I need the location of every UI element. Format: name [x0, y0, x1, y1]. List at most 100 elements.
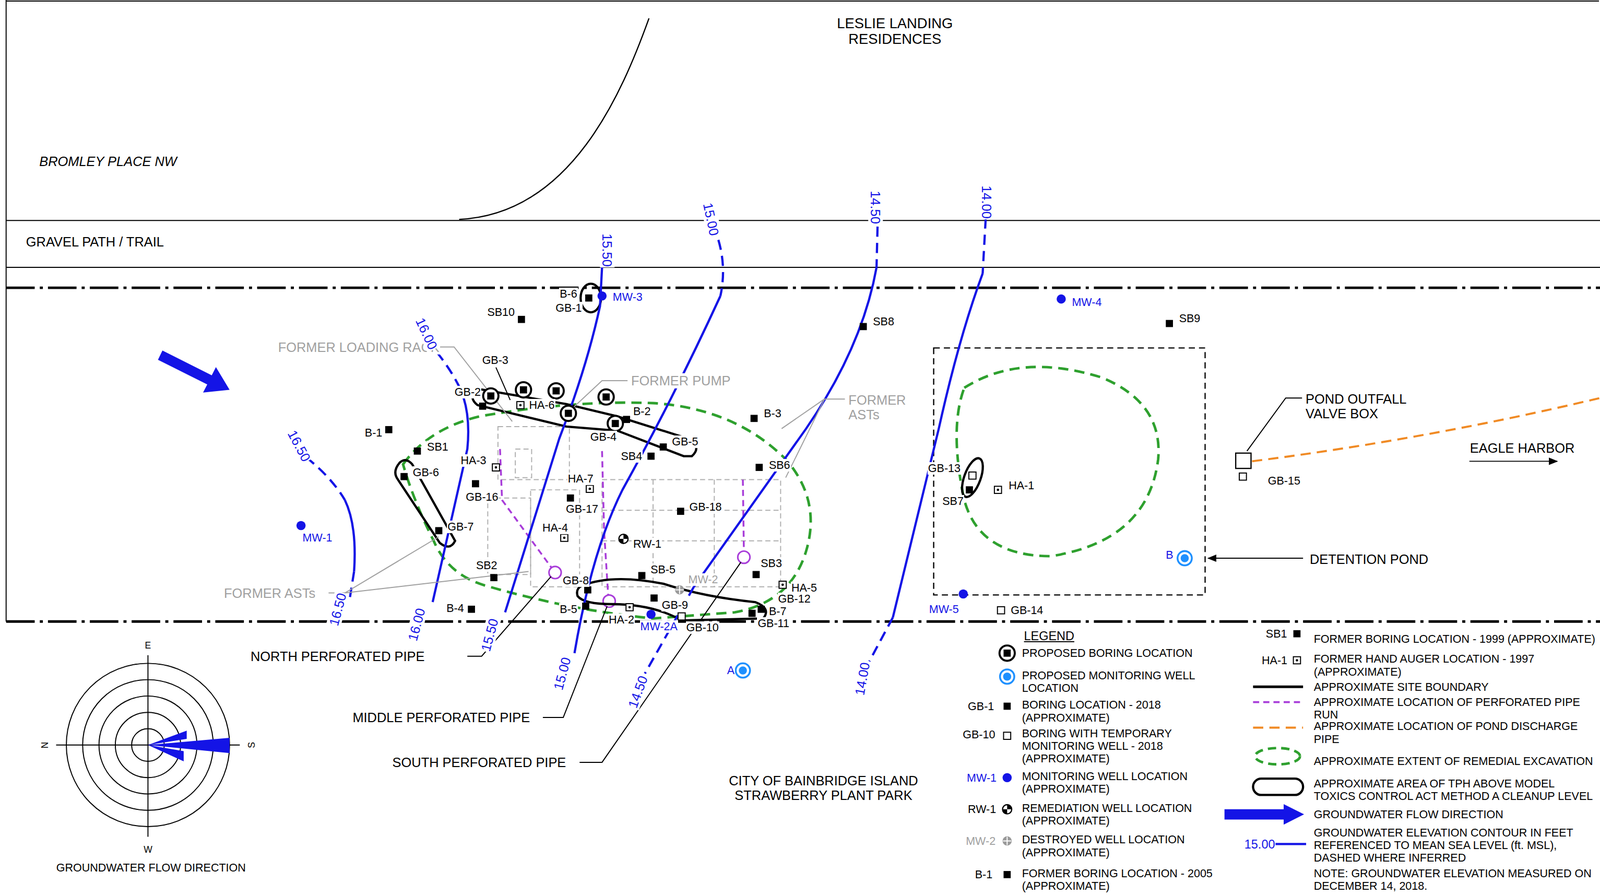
compass-rose: [147, 655, 149, 837]
legend-text: DESTROYED WELL LOCATION (APPROXIMATE): [1021, 833, 1222, 859]
leader-line: [467, 576, 551, 656]
legend-text: APPROXIMATE LOCATION OF PERFORATED PIPE …: [1313, 695, 1597, 721]
leader-line: [345, 571, 529, 593]
boring-symbol: [479, 402, 487, 410]
map-label: 15.00: [550, 655, 574, 693]
pipe-end: [602, 594, 615, 607]
map-label: B-4: [445, 601, 465, 615]
map-label: SB8: [872, 315, 895, 328]
map-label: SB1: [426, 440, 449, 454]
groundwater-contour: [345, 500, 355, 572]
map-label: CITY OF BAINBRIDGE ISLAND STRAWBERRY PLA…: [715, 773, 931, 803]
groundwater-contour: [305, 218, 986, 674]
boring-symbol: [750, 414, 758, 422]
map-label: GB-4: [589, 430, 618, 444]
map-label: SB1: [1265, 627, 1288, 640]
map-label: SB9: [1178, 312, 1202, 325]
map-label: RW-1: [632, 537, 662, 551]
boring-symbol: [1239, 472, 1247, 481]
groundwater-contour: [892, 273, 983, 618]
map-label: 15.50: [599, 232, 615, 268]
detention-pond: [933, 347, 1206, 595]
map-label: B-7: [768, 605, 787, 618]
groundwater-contour: [505, 267, 603, 613]
boring-symbol: [548, 383, 564, 399]
boring-symbol: [659, 443, 668, 451]
well-symbol: [597, 291, 607, 301]
former-structures: [601, 479, 781, 587]
site-boundary: [6, 287, 1600, 622]
boring-symbol: [748, 609, 756, 618]
map-label: FORMER ASTs: [223, 585, 316, 600]
groundwater-contour: [432, 382, 469, 602]
discharge-pipe: [1251, 397, 1600, 461]
valve-box: [1235, 453, 1251, 469]
groundwater-contour: [574, 295, 721, 654]
map-label: MW-2: [965, 834, 997, 848]
legend-text: PROPOSED MONITORING WELL LOCATION: [1021, 669, 1222, 695]
map-label: 14.50: [624, 673, 651, 711]
legend-text: BORING WITH TEMPORARY MONITORING WELL - …: [1021, 727, 1222, 765]
legend-sample: [1275, 842, 1307, 845]
map-label: 14.00: [979, 184, 994, 220]
boring-symbol: [483, 388, 499, 404]
map-label: GB-2: [454, 385, 482, 399]
flow-arrow: [158, 350, 230, 393]
map-label: HA-3: [460, 454, 488, 467]
map-label: MW-3: [612, 290, 644, 304]
legend-sample: [1003, 731, 1011, 740]
map-label: B-5: [559, 602, 578, 616]
boring-symbol: [647, 452, 655, 460]
groundwater-contour: [305, 457, 345, 501]
map-label: MW-1: [966, 771, 998, 784]
former-structures: [713, 479, 715, 587]
boring-symbol: [560, 405, 576, 421]
legend-sample: [1254, 748, 1300, 765]
compass-rose: [147, 737, 230, 753]
map-label: POND OUTFALL VALVE BOX: [1305, 391, 1423, 422]
boring-symbol: [516, 401, 525, 409]
well-symbol: [1177, 550, 1192, 565]
boring-symbol: [994, 486, 1002, 494]
tph-area: [576, 578, 766, 621]
boring-symbol: [413, 447, 422, 455]
legend-sample: [1002, 836, 1013, 846]
map-label: GB-9: [661, 598, 689, 612]
map-label: GB-18: [688, 500, 722, 514]
map-label: 15.00: [1243, 836, 1276, 851]
valve-box: [1235, 453, 1251, 469]
map-label: HA-1: [1008, 479, 1035, 492]
legend-text: APPROXIMATE AREA OF TPH ABOVE MODEL TOXI…: [1313, 777, 1597, 803]
boring-symbol: [625, 603, 634, 611]
map-label: SB2: [475, 559, 499, 572]
map-label: FORMER ASTs: [847, 392, 923, 422]
legend-sample: [1002, 804, 1013, 814]
map-label: HA-4: [541, 521, 569, 535]
leader-line: [1469, 460, 1558, 462]
legend-text: APPROXIMATE SITE BOUNDARY: [1313, 680, 1597, 693]
boring-symbol: [968, 471, 977, 480]
map-label: GRAVEL PATH / TRAIL: [25, 234, 165, 250]
legend-sample: [1293, 630, 1301, 638]
map-label: SOUTH PERFORATED PIPE: [392, 754, 567, 770]
well-symbol: [296, 520, 306, 531]
map-label: 15.00: [700, 200, 722, 238]
map-label: B-2: [632, 405, 651, 418]
frame-lines: [6, 0, 1600, 622]
frame-lines: [5, 0, 7, 622]
legend-text: FORMER BORING LOCATION - 2005 (APPROXIMA…: [1021, 867, 1222, 893]
boring-symbol: [400, 472, 408, 481]
former-structures: [515, 448, 532, 478]
leader-line: [328, 536, 439, 593]
legend-text: APPROXIMATE LOCATION OF POND DISCHARGE P…: [1313, 719, 1597, 745]
boring-symbol: [490, 573, 498, 582]
groundwater-contour: [436, 351, 458, 383]
legend-sample: [1252, 778, 1303, 795]
boring-symbol: [492, 463, 500, 471]
boring-symbol: [757, 605, 765, 613]
well-symbol: [619, 534, 629, 544]
boring-symbol: [385, 294, 1247, 620]
legend-text: APPROXIMATE EXTENT OF REMEDIAL EXCAVATIO…: [1313, 754, 1597, 768]
boring-symbol: [607, 415, 623, 431]
